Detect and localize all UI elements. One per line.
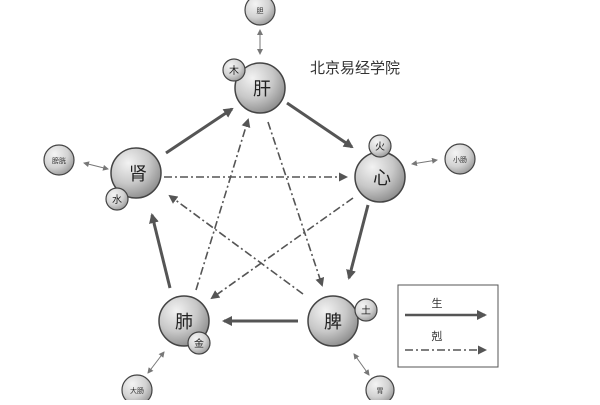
kidney-ball bbox=[110, 147, 162, 199]
liver-element-label: 木 bbox=[229, 65, 239, 77]
arrow-heart-to-spleen bbox=[346, 204, 370, 280]
arrow-lung-to-liver bbox=[195, 118, 251, 291]
link-kidney-fu bbox=[83, 161, 109, 171]
ke-cycle bbox=[164, 118, 354, 300]
node-kidney: 肾 水 膀胱 bbox=[43, 144, 162, 211]
arrow-lung-to-kidney bbox=[149, 213, 172, 289]
lung-label: 肺 bbox=[175, 312, 193, 333]
liver-ball bbox=[234, 62, 286, 114]
lung-fu-label: 大肠 bbox=[130, 386, 144, 395]
kidney-label: 肾 bbox=[129, 164, 147, 185]
kidney-element-ball bbox=[105, 187, 129, 211]
lung-fu-ball bbox=[121, 374, 153, 405]
spleen-fu-label: 胃 bbox=[377, 387, 384, 395]
node-heart: 心 火 小肠 bbox=[354, 134, 476, 203]
arrow-liver-to-spleen bbox=[267, 121, 325, 287]
kidney-fu-ball bbox=[43, 144, 75, 176]
legend-box bbox=[397, 284, 499, 368]
liver-fu-ball bbox=[244, 0, 276, 26]
kidney-fu-label: 膀胱 bbox=[52, 156, 66, 165]
arrow-kidney-to-liver bbox=[165, 107, 234, 155]
spleen-element-label: 土 bbox=[361, 304, 371, 317]
heart-element-label: 火 bbox=[375, 141, 385, 153]
node-spleen: 脾 土 胃 bbox=[307, 295, 395, 405]
link-lung-fu bbox=[147, 351, 165, 374]
spleen-element-ball bbox=[354, 298, 378, 322]
spleen-ball bbox=[307, 295, 359, 347]
liver-element-ball bbox=[222, 58, 246, 82]
legend-sheng-label: 生 bbox=[432, 296, 443, 310]
arrow-liver-to-heart bbox=[286, 101, 354, 149]
liver-label: 肝 bbox=[253, 79, 271, 100]
diagram-title: 北京易经学院 bbox=[310, 59, 400, 77]
link-spleen-fu bbox=[353, 353, 370, 376]
link-heart-fu bbox=[411, 157, 438, 167]
node-liver: 肝 木 胆 bbox=[222, 0, 286, 114]
sheng-cycle bbox=[149, 101, 370, 326]
heart-label: 心 bbox=[373, 168, 391, 189]
heart-fu-ball bbox=[444, 143, 476, 175]
fu-links bbox=[83, 29, 438, 376]
lung-element-label: 金 bbox=[194, 337, 204, 350]
heart-element-ball bbox=[368, 134, 392, 158]
arrow-heart-to-lung bbox=[210, 197, 354, 300]
node-lung: 肺 金 大肠 bbox=[121, 295, 211, 405]
heart-fu-label: 小肠 bbox=[453, 155, 467, 164]
arrow-spleen-to-kidney bbox=[168, 194, 304, 295]
spleen-label: 脾 bbox=[324, 312, 342, 333]
legend: 生 剋 bbox=[397, 284, 499, 368]
legend-ke-label: 剋 bbox=[432, 330, 443, 343]
kidney-element-label: 水 bbox=[112, 194, 122, 206]
liver-fu-label: 胆 bbox=[257, 7, 264, 15]
lung-element-ball bbox=[187, 331, 211, 355]
